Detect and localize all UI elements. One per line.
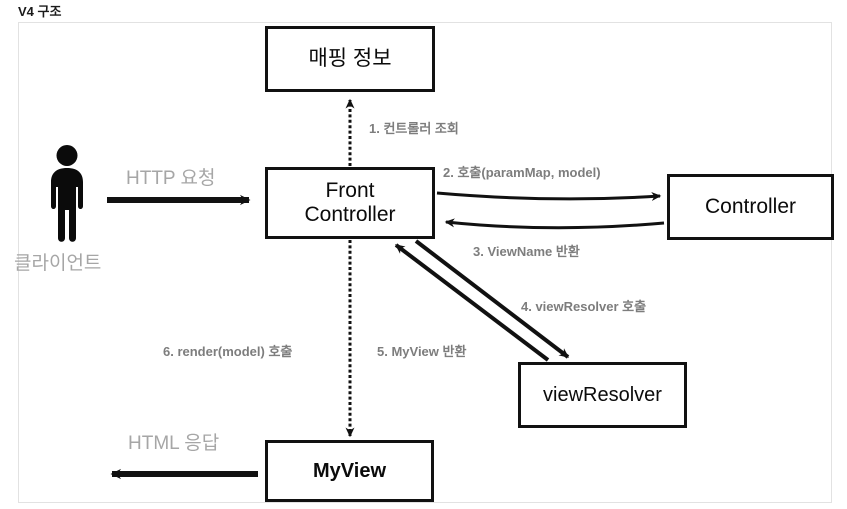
page-title: V4 구조 <box>18 4 62 19</box>
node-mapping-info-label: 매핑 정보 <box>308 46 392 70</box>
node-controller[interactable]: Controller <box>667 174 834 240</box>
node-view-resolver[interactable]: viewResolver <box>518 362 687 428</box>
edge-label-step-1: 1. 컨트롤러 조회 <box>369 121 459 136</box>
node-front-controller[interactable]: Front Controller <box>265 167 435 239</box>
edge-label-http-request: HTTP 요청 <box>126 168 216 189</box>
edge-label-html-response: HTML 응답 <box>128 433 220 454</box>
node-view-resolver-label: viewResolver <box>543 383 662 406</box>
node-front-controller-label: Front Controller <box>304 178 396 226</box>
node-myview-label: MyView <box>313 459 386 482</box>
node-myview[interactable]: MyView <box>265 440 434 502</box>
person-icon <box>51 145 83 242</box>
edge-label-step-2: 2. 호출(paramMap, model) <box>443 165 601 180</box>
node-controller-label: Controller <box>704 194 797 218</box>
edge-label-step-6: 6. render(model) 호출 <box>163 344 293 359</box>
node-mapping-info[interactable]: 매핑 정보 <box>265 26 435 92</box>
actor-label-client: 클라이언트 <box>14 253 102 274</box>
edge-label-step-5: 5. MyView 반환 <box>377 344 467 359</box>
edge-label-step-4: 4. viewResolver 호출 <box>521 299 647 314</box>
edge-label-step-3: 3. ViewName 반환 <box>473 244 580 259</box>
